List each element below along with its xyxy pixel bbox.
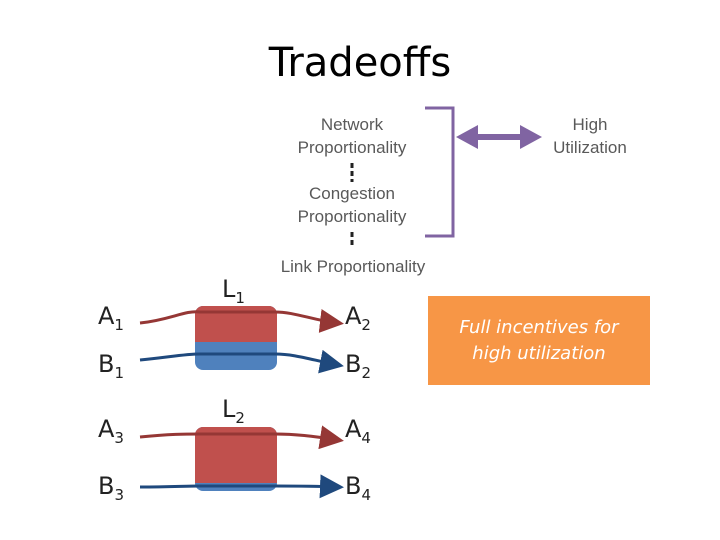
node-a1: A1 — [98, 302, 124, 334]
node-a3: A3 — [98, 415, 124, 447]
node-a4: A4 — [345, 415, 371, 447]
flow-a1-a2 — [139, 309, 344, 333]
link-l1-box — [195, 306, 277, 370]
node-b2: B2 — [345, 350, 372, 382]
node-b3: B3 — [98, 472, 125, 504]
node-b1: B1 — [98, 350, 125, 382]
congestion-proportionality-label: Congestion Proportionality — [297, 184, 407, 226]
flow-b1-b2 — [139, 349, 344, 374]
flow-b3-b4 — [139, 474, 344, 499]
double-arrow-icon — [456, 125, 542, 149]
node-a2: A2 — [345, 302, 371, 334]
link-label-l1: L1 — [222, 275, 245, 307]
node-b4: B4 — [345, 472, 372, 504]
callout-box: Full incentives for high utilization — [428, 296, 650, 385]
high-utilization-label: High Utilization — [553, 115, 627, 157]
network-proportionality-label: Network Proportionality — [297, 115, 407, 157]
link-label-l2: L2 — [222, 395, 245, 427]
link-l2-box — [195, 427, 277, 491]
link-proportionality-label: Link Proportionality — [280, 257, 426, 276]
flow-a3-a4 — [139, 425, 344, 450]
bracket — [425, 106, 455, 238]
slide-title: Tradeoffs — [268, 40, 452, 86]
callout-text: Full incentives for high utilization — [459, 316, 619, 364]
